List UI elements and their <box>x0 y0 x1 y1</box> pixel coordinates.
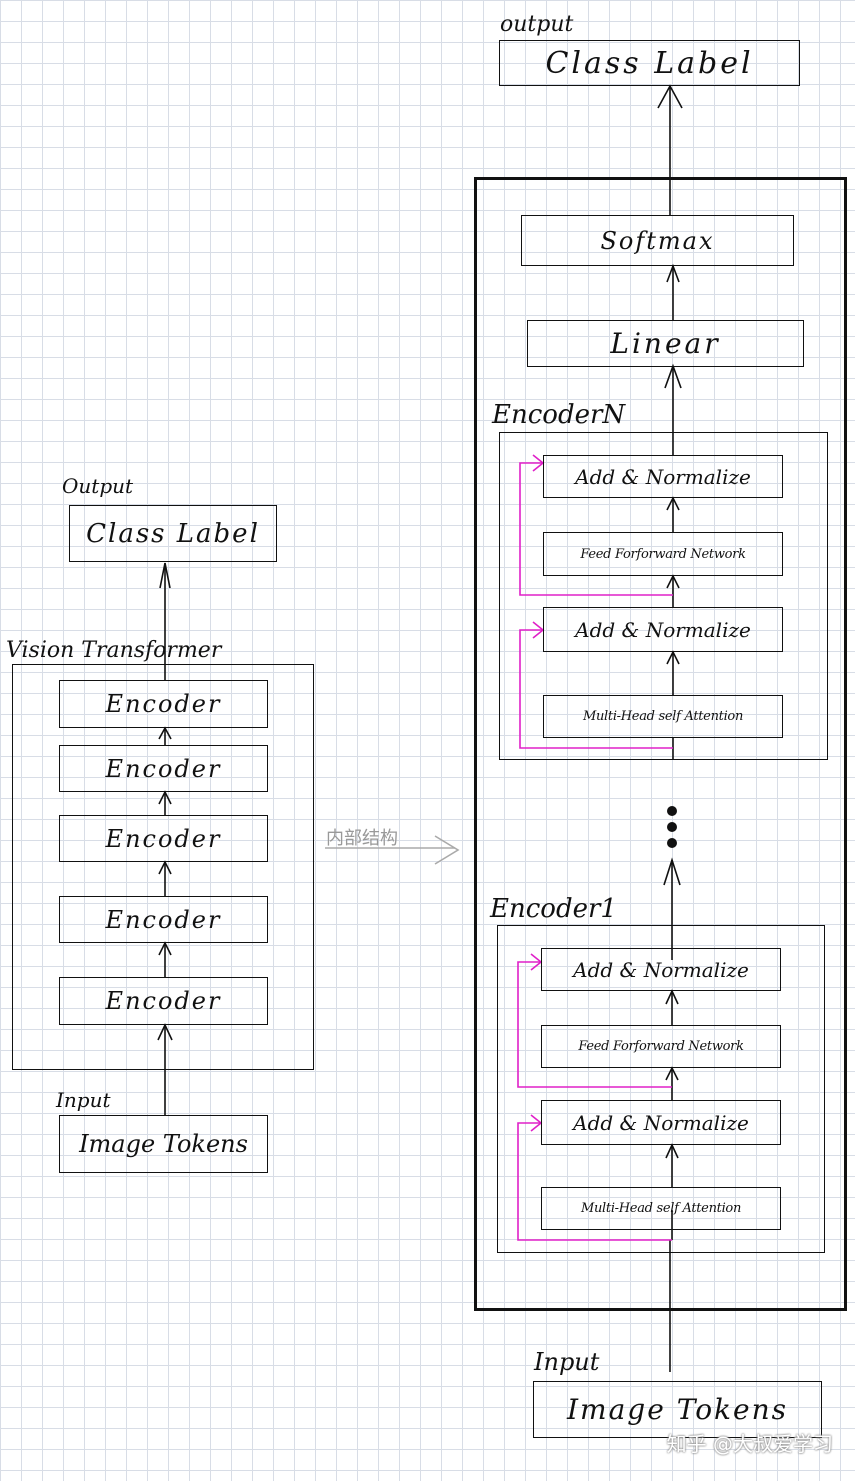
internal-structure-note: 内部结构 <box>326 828 398 849</box>
left-encoder-box: Encoder <box>59 977 268 1025</box>
right-class-label-box: Class Label <box>499 40 800 86</box>
left-input-label: Input <box>56 1088 111 1112</box>
left-encoder-box: Encoder <box>59 815 268 862</box>
right-image-tokens-box: Image Tokens <box>533 1381 822 1438</box>
linear-box: Linear <box>527 320 804 367</box>
left-encoder-box: Encoder <box>59 745 268 792</box>
encoder-1-add-norm-2-box: Add & Normalize <box>541 948 781 991</box>
left-encoder-box: Encoder <box>59 680 268 728</box>
softmax-box: Softmax <box>521 215 794 266</box>
encoder-n-frame <box>499 432 828 760</box>
left-encoder-box: Encoder <box>59 896 268 943</box>
left-vit-title: Vision Transformer <box>6 638 222 663</box>
encoder-1-add-norm-1-box: Add & Normalize <box>541 1100 781 1145</box>
left-class-label-box: Class Label <box>69 505 277 562</box>
encoder-n-ffn-box: Feed Forforward Network <box>543 532 783 576</box>
right-model-frame <box>474 177 847 1311</box>
encoder-n-mhsa-box: Multi-Head self Attention <box>543 695 783 738</box>
encoder-1-ffn-box: Feed Forforward Network <box>541 1025 781 1068</box>
encoder-1-title: Encoder1 <box>490 894 617 924</box>
left-vit-frame <box>12 664 314 1070</box>
ellipsis-dot <box>667 806 677 816</box>
left-image-tokens-box: Image Tokens <box>59 1115 268 1173</box>
zhihu-watermark: 知乎 @大叔爱学习 <box>666 1432 833 1456</box>
encoder-n-add-norm-1-box: Add & Normalize <box>543 607 783 652</box>
right-input-label: Input <box>534 1348 600 1376</box>
ellipsis-dot <box>667 838 677 848</box>
right-output-label: output <box>500 12 574 37</box>
ellipsis-dot <box>667 822 677 832</box>
left-output-label: Output <box>62 474 134 498</box>
encoder-n-title: EncoderN <box>492 400 626 430</box>
encoder-1-frame <box>497 925 825 1253</box>
encoder-1-mhsa-box: Multi-Head self Attention <box>541 1187 781 1230</box>
encoder-n-add-norm-2-box: Add & Normalize <box>543 455 783 498</box>
